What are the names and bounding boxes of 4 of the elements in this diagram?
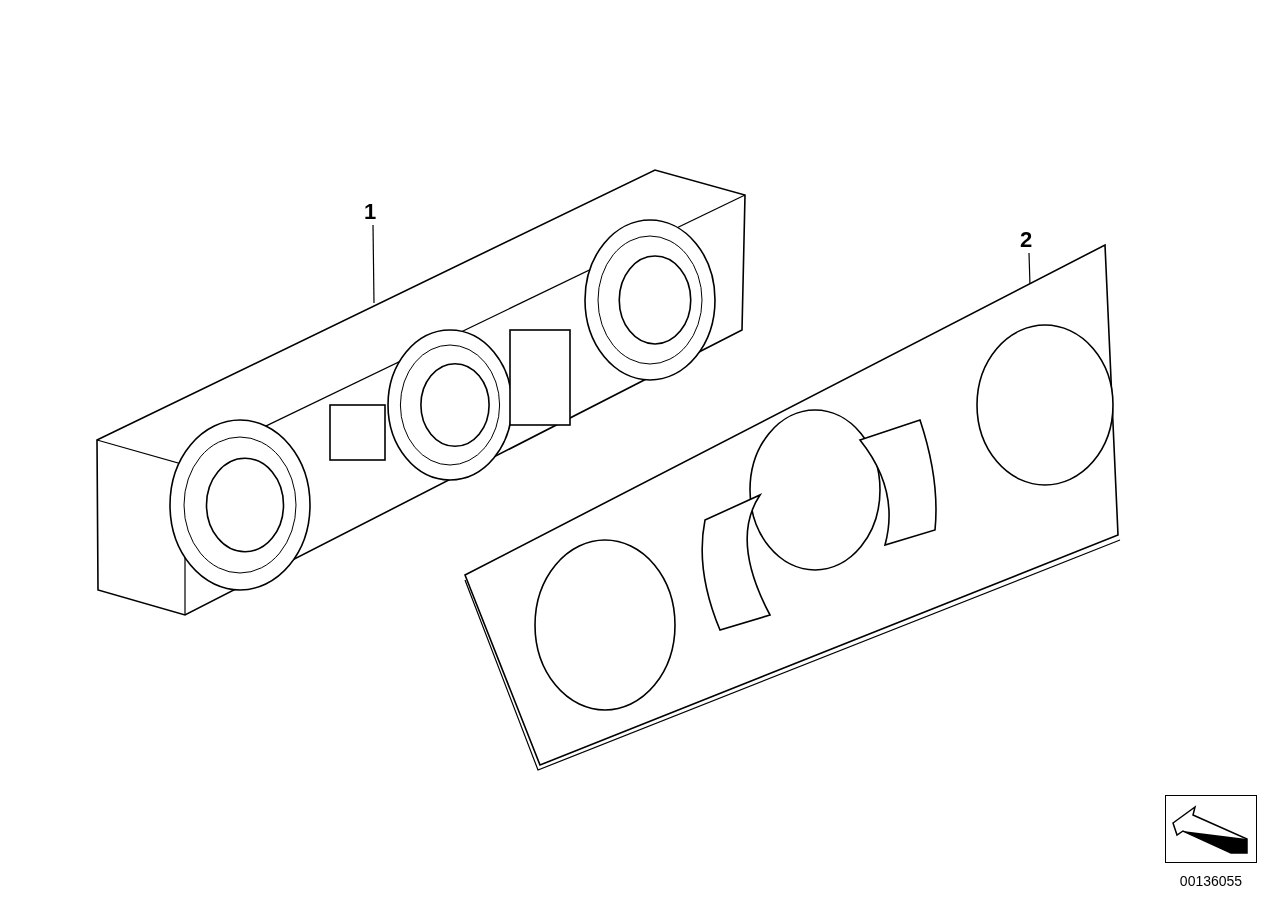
leader-line (372, 224, 375, 304)
drawing-number: 00136055 (1178, 873, 1244, 889)
callout-number: 2 (1020, 228, 1038, 252)
callout-number: 1 (364, 200, 382, 224)
